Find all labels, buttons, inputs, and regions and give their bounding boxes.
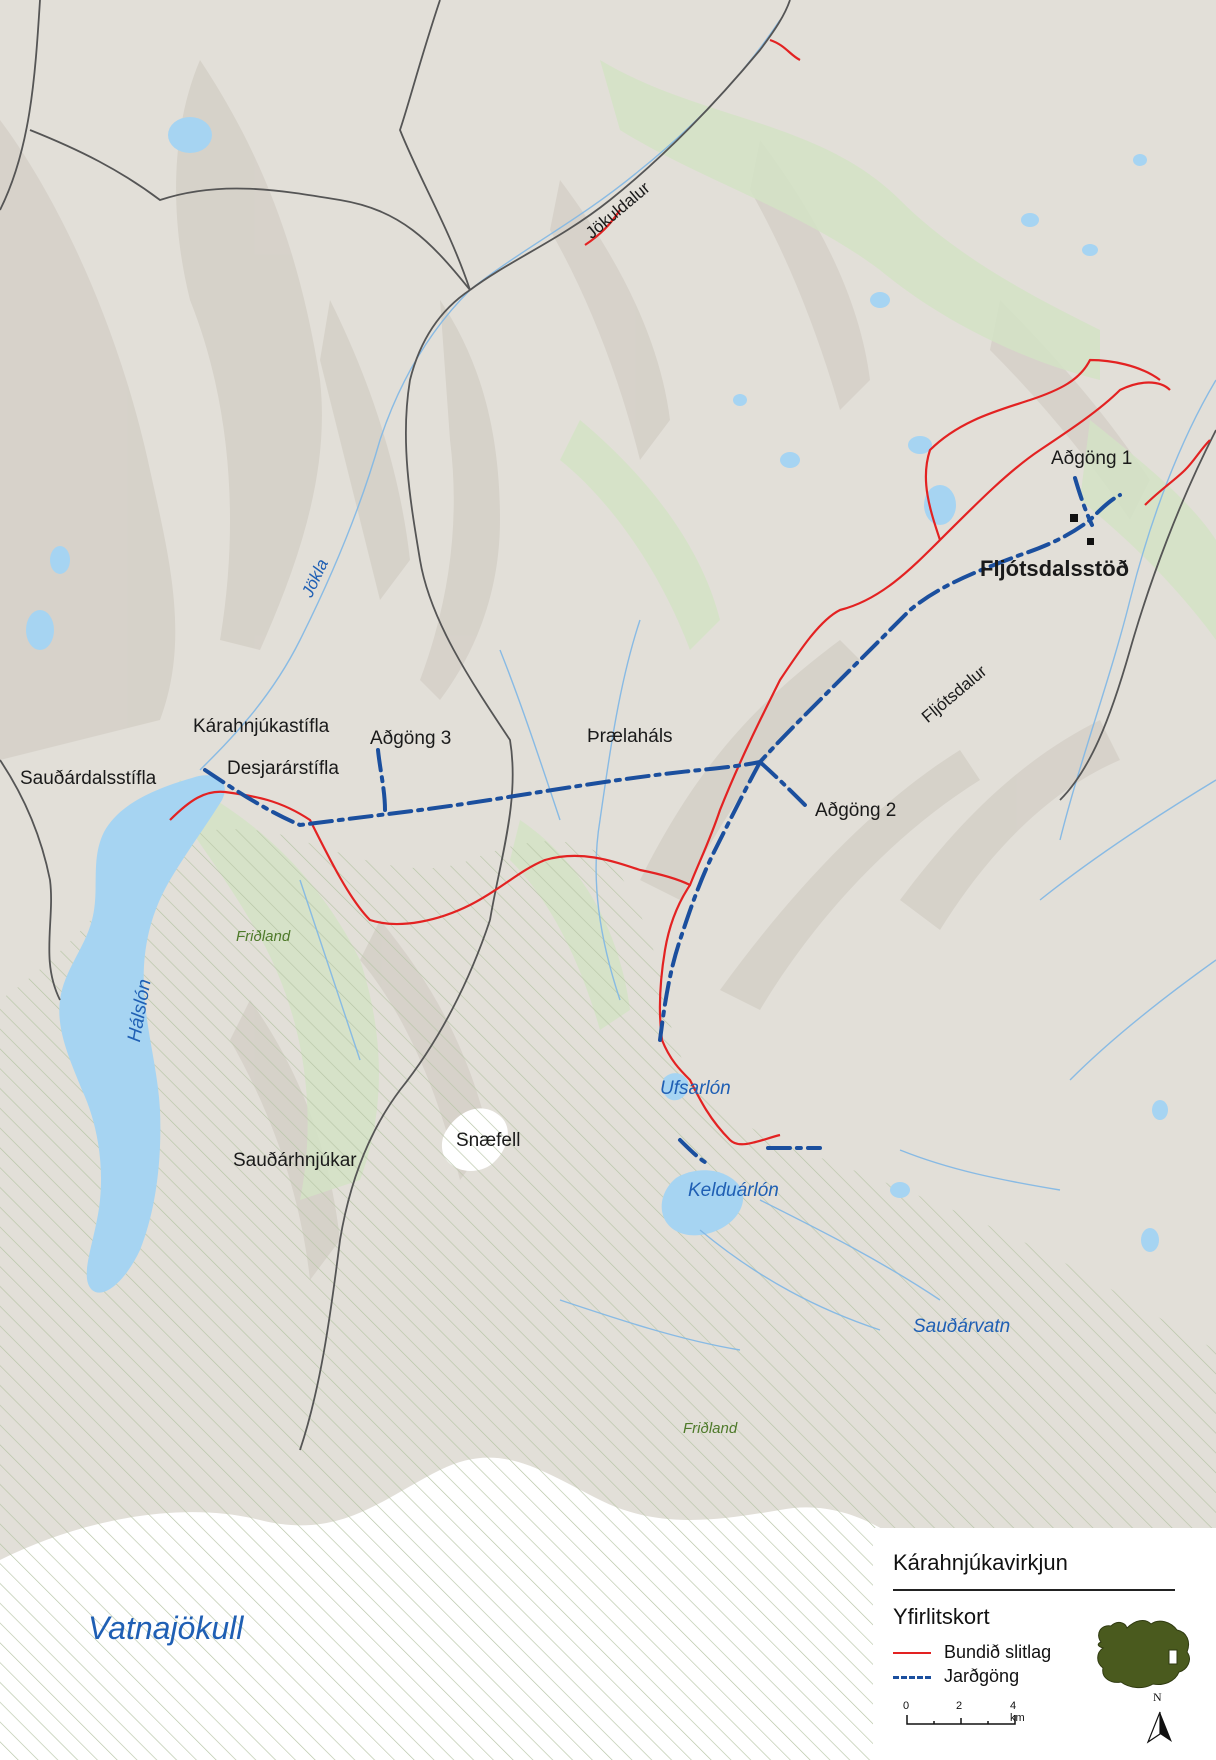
scale-tick-4: 4 km: [1010, 1700, 1025, 1724]
label-adgong2: Aðgöng 2: [815, 800, 897, 821]
tunnel-adgong1: [1073, 476, 1094, 527]
tunnel-south: [658, 760, 762, 1042]
tunnel-swatch: [893, 1675, 931, 1679]
label-ufsarlon: Ufsarlón: [660, 1078, 731, 1099]
paved-roads: [169, 38, 1211, 1146]
tunnel-main: [203, 493, 1122, 828]
lake-halslon: [59, 775, 225, 1293]
label-saudardalsstifla: Sauðárdalsstífla: [20, 768, 157, 789]
label-fljotsdalsstod: Fljótsdalsstöð: [980, 556, 1130, 581]
iceland-shape: [1097, 1620, 1190, 1689]
legend-item-label: Jarðgöng: [944, 1666, 1020, 1686]
road-north: [924, 358, 1161, 541]
paved-road-swatch: [893, 1652, 931, 1655]
inset-locator-box: [1168, 1649, 1178, 1665]
protected-area-hatch: [0, 829, 1216, 1760]
map-legend: Kárahnjúkavirkjun Yfirlitskort Bundið sl…: [873, 1528, 1216, 1760]
station-marker-2: [1087, 538, 1094, 545]
label-desjararstifla: Desjarárstífla: [227, 758, 339, 779]
tunnel-adgong2: [758, 760, 810, 810]
label-adgong1: Aðgöng 1: [1051, 448, 1133, 469]
label-kelduarlon: Kelduárlón: [688, 1180, 779, 1201]
road-jokuldalur: [584, 38, 801, 246]
north-arrow-icon: [1146, 1711, 1172, 1744]
scale-tick-0: 0: [903, 1700, 910, 1712]
label-fridland-1: Friðland: [236, 928, 291, 945]
tunnel-adgong3: [376, 748, 387, 812]
label-karahnjukastifla: Kárahnjúkastífla: [193, 716, 330, 737]
tunnel-kelduarlon: [678, 1138, 822, 1167]
label-adgong3: Aðgöng 3: [370, 728, 452, 749]
legend-subtitle: Yfirlitskort: [893, 1604, 990, 1629]
road-south: [658, 884, 781, 1146]
label-praelahals: Þrælaháls: [587, 726, 673, 747]
label-fridland-2: Friðland: [683, 1420, 738, 1437]
label-snaefell: Snæfell: [456, 1130, 521, 1151]
label-vatnajokull: Vatnajökull: [88, 1610, 244, 1646]
lake-kelduarlon: [661, 1170, 744, 1236]
legend-item-tunnel: Jarðgöng: [893, 1666, 1019, 1687]
legend-divider: [893, 1589, 1175, 1591]
label-saudarvatn: Sauðárvatn: [913, 1316, 1011, 1337]
tunnels: [203, 476, 1122, 1167]
north-label: N: [1153, 1690, 1162, 1704]
legend-item-label: Bundið slitlag: [944, 1642, 1052, 1662]
label-saudarhnjukar: Sauðárhnjúkar: [233, 1150, 357, 1171]
scale-bar-graphic: [906, 1715, 1016, 1725]
lake-ufsarlon: [662, 1073, 689, 1101]
scale-tick-2: 2: [956, 1700, 963, 1712]
iceland-inset: [1097, 1620, 1190, 1689]
road-fljotsdalur: [1144, 439, 1211, 506]
lakes: [26, 117, 1168, 1293]
road-main: [169, 381, 1171, 926]
legend-title: Kárahnjúkavirkjun: [893, 1550, 1068, 1575]
legend-item-paved-road: Bundið slitlag: [893, 1642, 1051, 1663]
station-marker-1: [1070, 514, 1078, 522]
boundaries: [0, 0, 1216, 1451]
